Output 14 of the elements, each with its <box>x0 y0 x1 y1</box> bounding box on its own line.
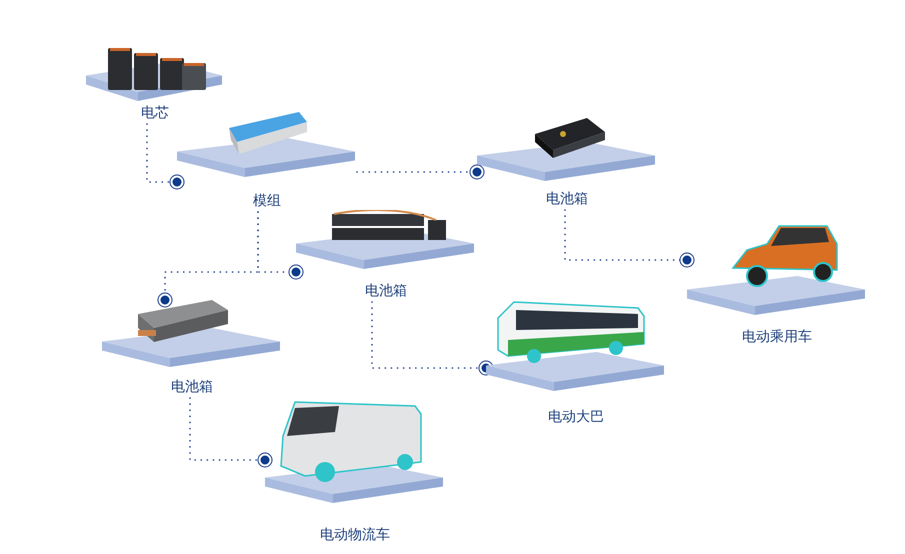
node-label: 模组 <box>253 192 281 210</box>
node-label: 电动物流车 <box>320 526 390 544</box>
node-label: 电动乘用车 <box>742 328 812 346</box>
node-label: 电芯 <box>141 104 169 122</box>
node-label: 电池箱 <box>365 282 407 300</box>
dotted-connector <box>371 301 494 376</box>
dotted-connector <box>158 211 259 308</box>
dotted-connector <box>189 397 272 468</box>
dotted-connector <box>564 209 694 268</box>
node-label: 电池箱 <box>171 378 213 396</box>
dotted-connector <box>356 164 484 180</box>
dotted-connector <box>146 123 184 190</box>
node-label: 电动大巴 <box>548 408 604 426</box>
node-label: 电池箱 <box>546 190 588 208</box>
